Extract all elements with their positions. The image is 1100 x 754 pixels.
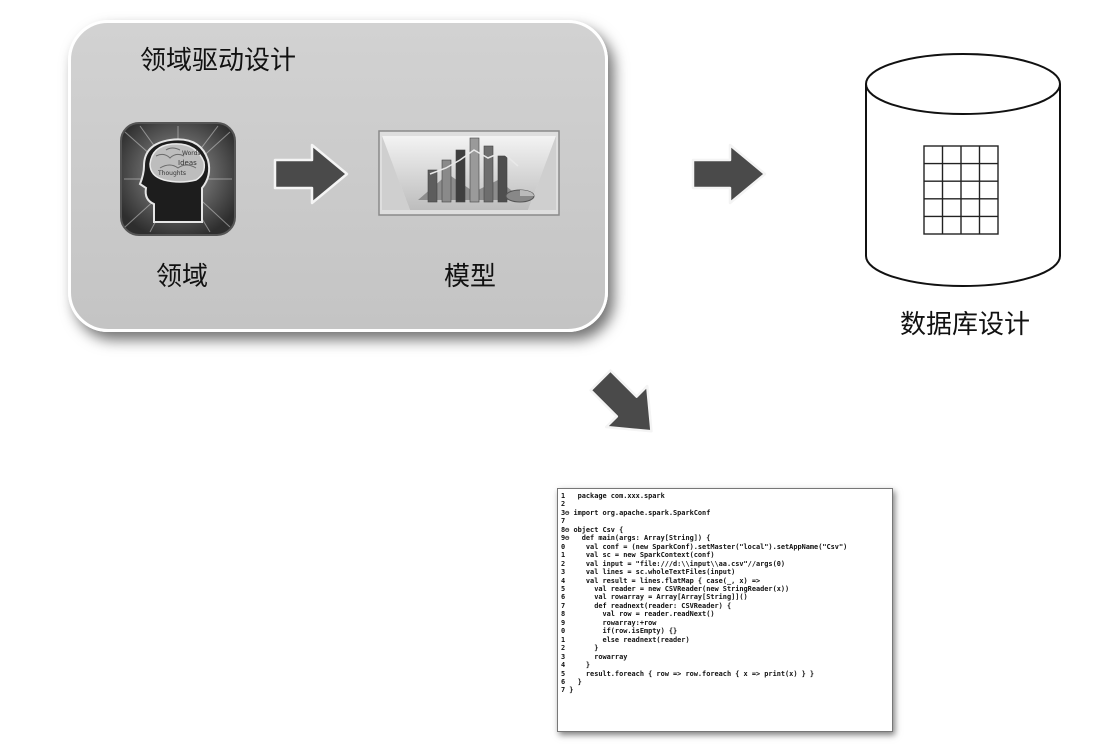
code-line: 2 — [561, 500, 566, 509]
brain-head-icon: Ideas Thoughts Words — [120, 122, 236, 236]
database-cylinder-icon — [865, 53, 1061, 287]
code-line: 1 val sc = new SparkContext(conf) — [561, 551, 715, 560]
code-line: 7 — [561, 517, 566, 526]
brain-word: Words — [182, 150, 201, 157]
code-line: 8 val row = reader.readNext() — [561, 610, 715, 619]
bar-chart-icon — [378, 130, 560, 216]
code-line: 7 def readnext(reader: CSVReader) { — [561, 601, 732, 610]
code-line: 6 } — [561, 677, 582, 686]
ddd-title: 领域驱动设计 — [140, 46, 297, 76]
code-line: 5 result.foreach { row => row.foreach { … — [561, 669, 815, 678]
code-line: 2 } — [561, 644, 599, 653]
code-line: 3 val lines = sc.wholeTextFiles(input) — [561, 568, 736, 577]
code-line: 9 rowarray:+row — [561, 618, 657, 627]
code-line: 3 rowarray — [561, 652, 628, 661]
code-line: 1 else readnext(reader) — [561, 635, 690, 644]
arrow-down-right-icon — [589, 369, 653, 433]
code-line: 7 } — [561, 686, 574, 695]
arrow-right-icon — [691, 143, 767, 205]
domain-label: 领域 — [156, 262, 209, 292]
code-line: 9⊖ def main(args: Array[String]) { — [561, 534, 711, 543]
code-line: 5 val reader = new CSVReader(new StringR… — [561, 584, 790, 593]
code-line: 4 } — [561, 661, 591, 670]
code-line: 2 val input = "file:///d:\\input\\aa.csv… — [561, 559, 786, 568]
code-line: 8⊖ object Csv { — [561, 525, 624, 534]
brain-word: Ideas — [178, 159, 197, 167]
code-line: 3⊖ import org.apache.spark.SparkConf — [561, 508, 711, 517]
code-line: 0 if(row.isEmpty) {} — [561, 627, 678, 636]
code-line: 6 val rowarray = Array[Array[String]]() — [561, 593, 748, 602]
arrow-right-icon — [273, 143, 349, 205]
code-line: 1 package com.xxx.spark — [561, 492, 665, 500]
model-label: 模型 — [444, 262, 497, 292]
code-line: 0 val conf = (new SparkConf).setMaster("… — [561, 542, 848, 551]
brain-word: Thoughts — [157, 170, 186, 177]
code-line: 4 val result = lines.flatMap { case(_, x… — [561, 576, 761, 585]
database-design-label: 数据库设计 — [900, 310, 1031, 340]
